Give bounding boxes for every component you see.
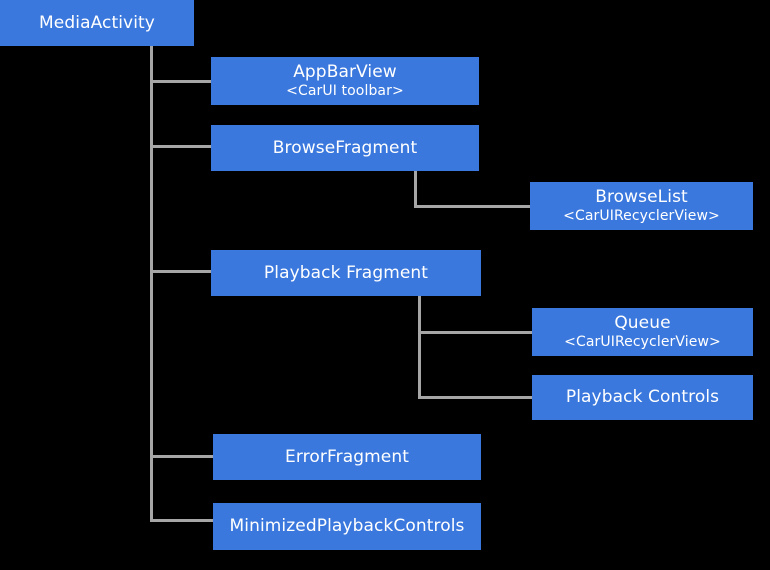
connector-media-activity-trunk xyxy=(150,46,153,522)
node-error-fragment[interactable]: ErrorFragment xyxy=(213,434,481,480)
node-browse-fragment[interactable]: BrowseFragment xyxy=(211,125,479,171)
node-minimized-playback-controls-title: MinimizedPlaybackControls xyxy=(229,516,465,537)
connector-media-activity-to-app-bar-view xyxy=(150,80,213,83)
node-app-bar-view[interactable]: AppBarView <CarUI toolbar> xyxy=(211,57,479,105)
connector-media-activity-to-minimized-controls xyxy=(150,519,215,522)
node-playback-controls[interactable]: Playback Controls xyxy=(532,375,753,420)
node-browse-fragment-title: BrowseFragment xyxy=(272,137,418,158)
node-playback-fragment[interactable]: Playback Fragment xyxy=(211,250,481,296)
node-app-bar-view-subtitle: <CarUI toolbar> xyxy=(286,83,404,100)
node-queue-subtitle: <CarUIRecyclerView> xyxy=(564,334,721,351)
connector-playback-fragment-trunk xyxy=(418,296,421,399)
connector-media-activity-to-error-fragment xyxy=(150,455,215,458)
node-error-fragment-title: ErrorFragment xyxy=(285,446,409,467)
connector-browse-fragment-trunk xyxy=(414,171,417,208)
node-browse-list[interactable]: BrowseList <CarUIRecyclerView> xyxy=(530,182,753,230)
connector-media-activity-to-playback-fragment xyxy=(150,270,213,273)
connector-playback-fragment-to-queue xyxy=(418,331,534,334)
node-playback-fragment-title: Playback Fragment xyxy=(263,262,429,283)
node-queue-title: Queue xyxy=(614,313,671,334)
node-app-bar-view-title: AppBarView xyxy=(293,62,397,83)
connector-playback-fragment-to-playback-controls xyxy=(418,396,534,399)
node-media-activity[interactable]: MediaActivity xyxy=(0,0,194,46)
node-browse-list-title: BrowseList xyxy=(595,187,688,208)
connector-media-activity-to-browse-fragment xyxy=(150,145,213,148)
node-queue[interactable]: Queue <CarUIRecyclerView> xyxy=(532,308,753,356)
connector-browse-fragment-to-browse-list xyxy=(414,205,532,208)
node-minimized-playback-controls[interactable]: MinimizedPlaybackControls xyxy=(213,503,481,550)
node-media-activity-title: MediaActivity xyxy=(39,12,155,33)
node-playback-controls-title: Playback Controls xyxy=(565,387,720,408)
node-browse-list-subtitle: <CarUIRecyclerView> xyxy=(563,208,720,225)
